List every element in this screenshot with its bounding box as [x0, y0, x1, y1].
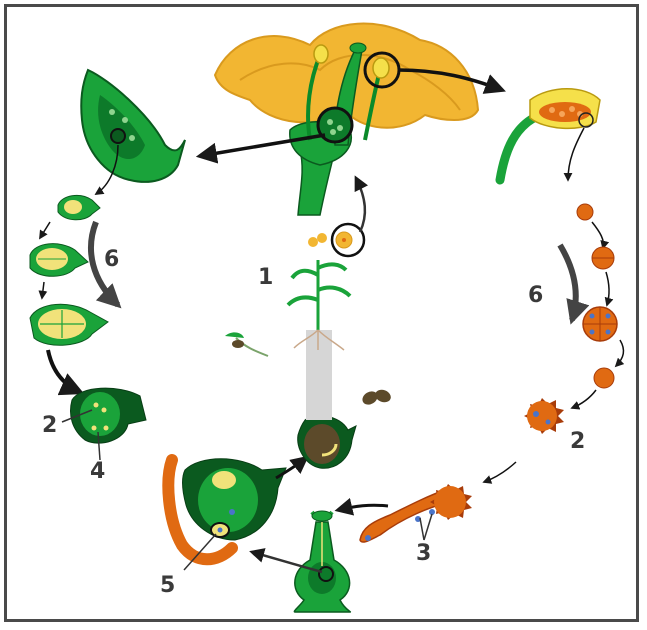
ovule-stage-1: [57, 194, 101, 221]
arrow-to-flower: [354, 175, 369, 233]
arrow-ovule-2: [39, 221, 51, 240]
label-5: 5: [160, 573, 175, 598]
seed-in-fruit: [297, 415, 357, 469]
arrow-to-germination: [482, 461, 517, 484]
pollen-tetrad: [582, 306, 618, 342]
arrow-ovule-4: [46, 349, 85, 396]
arrow-ovule-3: [38, 281, 48, 300]
leader-3b: [423, 513, 433, 541]
ovule-stage-3: [29, 303, 109, 346]
label-2-left: 2: [42, 413, 57, 438]
label-1: 1: [258, 265, 273, 290]
arrow-to-fertilization: [249, 548, 323, 574]
seed-dispersal-bar: [306, 330, 332, 420]
label-6-left: 6: [104, 247, 119, 272]
arrow-ovule-1: [94, 144, 119, 195]
seeds: [362, 389, 391, 405]
seedling: [225, 332, 269, 357]
young-plant: [286, 222, 366, 351]
arrow-to-ovule: [195, 133, 326, 164]
leader-2-left: [61, 409, 93, 423]
label-6-right: 6: [528, 283, 543, 308]
anther-large: [495, 88, 601, 185]
pollen-grain: [524, 398, 564, 434]
ovule-large: [80, 68, 186, 183]
arrow-pollen-2: [591, 221, 610, 250]
label-2-right: 2: [570, 429, 585, 454]
arrow-to-seed: [275, 455, 309, 480]
big-arrow-left: [87, 220, 122, 309]
leader-4: [97, 431, 101, 461]
leader-3a: [419, 517, 425, 541]
big-arrow-right: [557, 243, 590, 325]
ovule-stage-2: [29, 243, 89, 277]
diagram-border: [4, 4, 639, 622]
microspore: [593, 367, 615, 389]
arrow-pollen-5: [570, 389, 597, 410]
flower-cross-section: [213, 22, 480, 216]
arrow-to-anther: [397, 68, 506, 94]
arrow-pollen-1: [563, 127, 585, 182]
pollen-dyad: [591, 246, 615, 270]
ovule-mature: [70, 387, 147, 444]
pistil-pollination: [293, 510, 352, 613]
label-3: 3: [416, 541, 431, 566]
arrow-to-pistil: [334, 497, 389, 516]
leader-5: [183, 533, 217, 571]
arrow-pollen-4: [614, 339, 625, 368]
ovule-fertilization: [162, 454, 287, 566]
arrow-pollen-3: [604, 271, 614, 307]
label-4: 4: [90, 459, 105, 484]
microspore-mother-cell: [576, 203, 594, 221]
germinating-pollen: [359, 484, 472, 543]
